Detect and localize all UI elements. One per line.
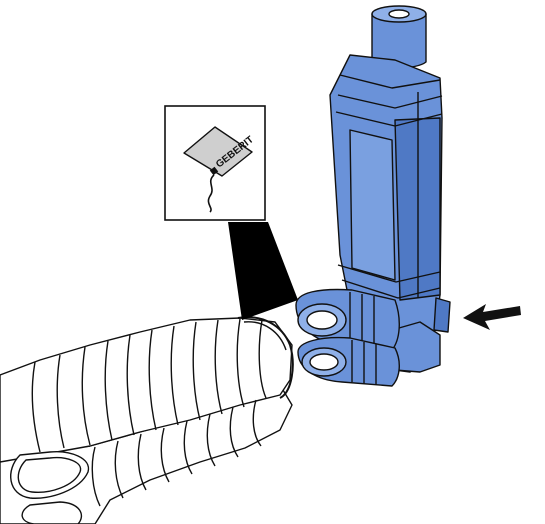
geberit-tag-icon <box>183 126 253 213</box>
blue-connector-icon <box>295 5 451 387</box>
arrow-left-icon <box>463 304 521 330</box>
corrugated-hose-icon <box>0 316 294 524</box>
callout-box: GEBERIT <box>164 105 266 221</box>
callout-pointer <box>228 222 298 320</box>
